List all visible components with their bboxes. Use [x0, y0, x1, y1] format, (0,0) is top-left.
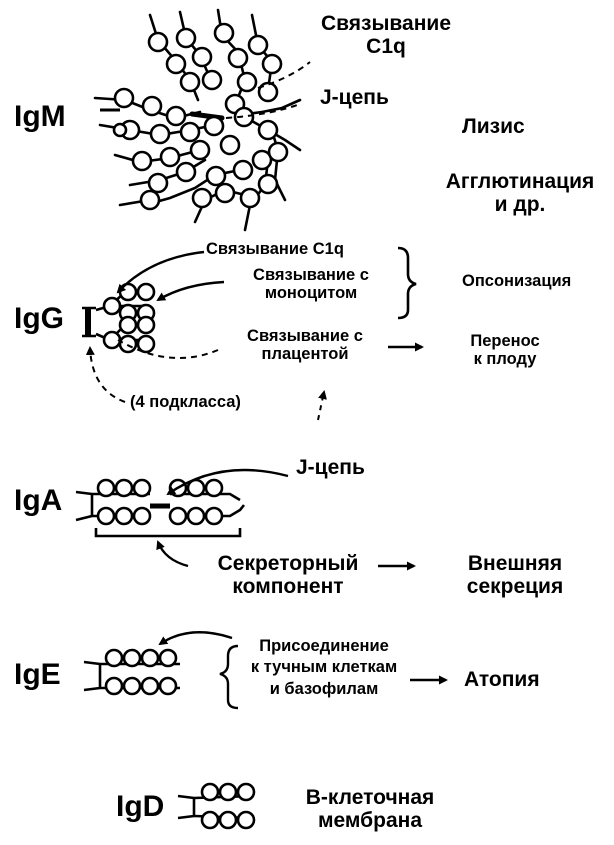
- iga-label: IgA: [14, 484, 63, 517]
- iga-external-secretion-label: Внешняя секреция: [466, 552, 564, 599]
- igm-c1q-binding-label: Связывание C1q: [320, 12, 451, 59]
- iga-j-chain-label: J-цепь: [296, 456, 365, 479]
- igg-c1q-binding-label: Связывание C1q: [206, 240, 344, 258]
- igg-subclasses-label: (4 подкласса): [130, 393, 241, 411]
- igd-monomer: [177, 782, 256, 830]
- igm-pentamer: [93, 8, 302, 232]
- iga-dimer: [75, 478, 246, 526]
- igd-b-cell-membrane-label: В-клеточная мембрана: [305, 786, 435, 833]
- igg-monomer: [82, 282, 156, 354]
- igm-j-chain-label: J-цепь: [320, 86, 389, 109]
- igg-monocyte-binding-label: Связывание с моноцитом: [253, 266, 369, 303]
- ige-atopy-label: Атопия: [464, 668, 540, 691]
- igg-fetal-transfer-label: Перенос к плоду: [470, 332, 540, 369]
- igm-agglutination-label: Агглютинация и др.: [445, 170, 595, 217]
- ige-monomer: [83, 648, 180, 696]
- igd-label: IgD: [116, 790, 165, 823]
- igg-placenta-binding-label: Связывание с плацентой: [247, 327, 363, 364]
- ige-attachment-label: Присоединение к тучным клеткам и базофил…: [250, 637, 398, 698]
- ige-label: IgE: [14, 658, 61, 691]
- iga-secretory-component-label: Секреторный компонент: [217, 552, 359, 599]
- igm-lysis-label: Лизис: [462, 115, 525, 138]
- igg-opsonization-label: Опсонизация: [462, 272, 572, 290]
- igm-label: IgM: [14, 100, 66, 133]
- igg-label: IgG: [14, 302, 64, 335]
